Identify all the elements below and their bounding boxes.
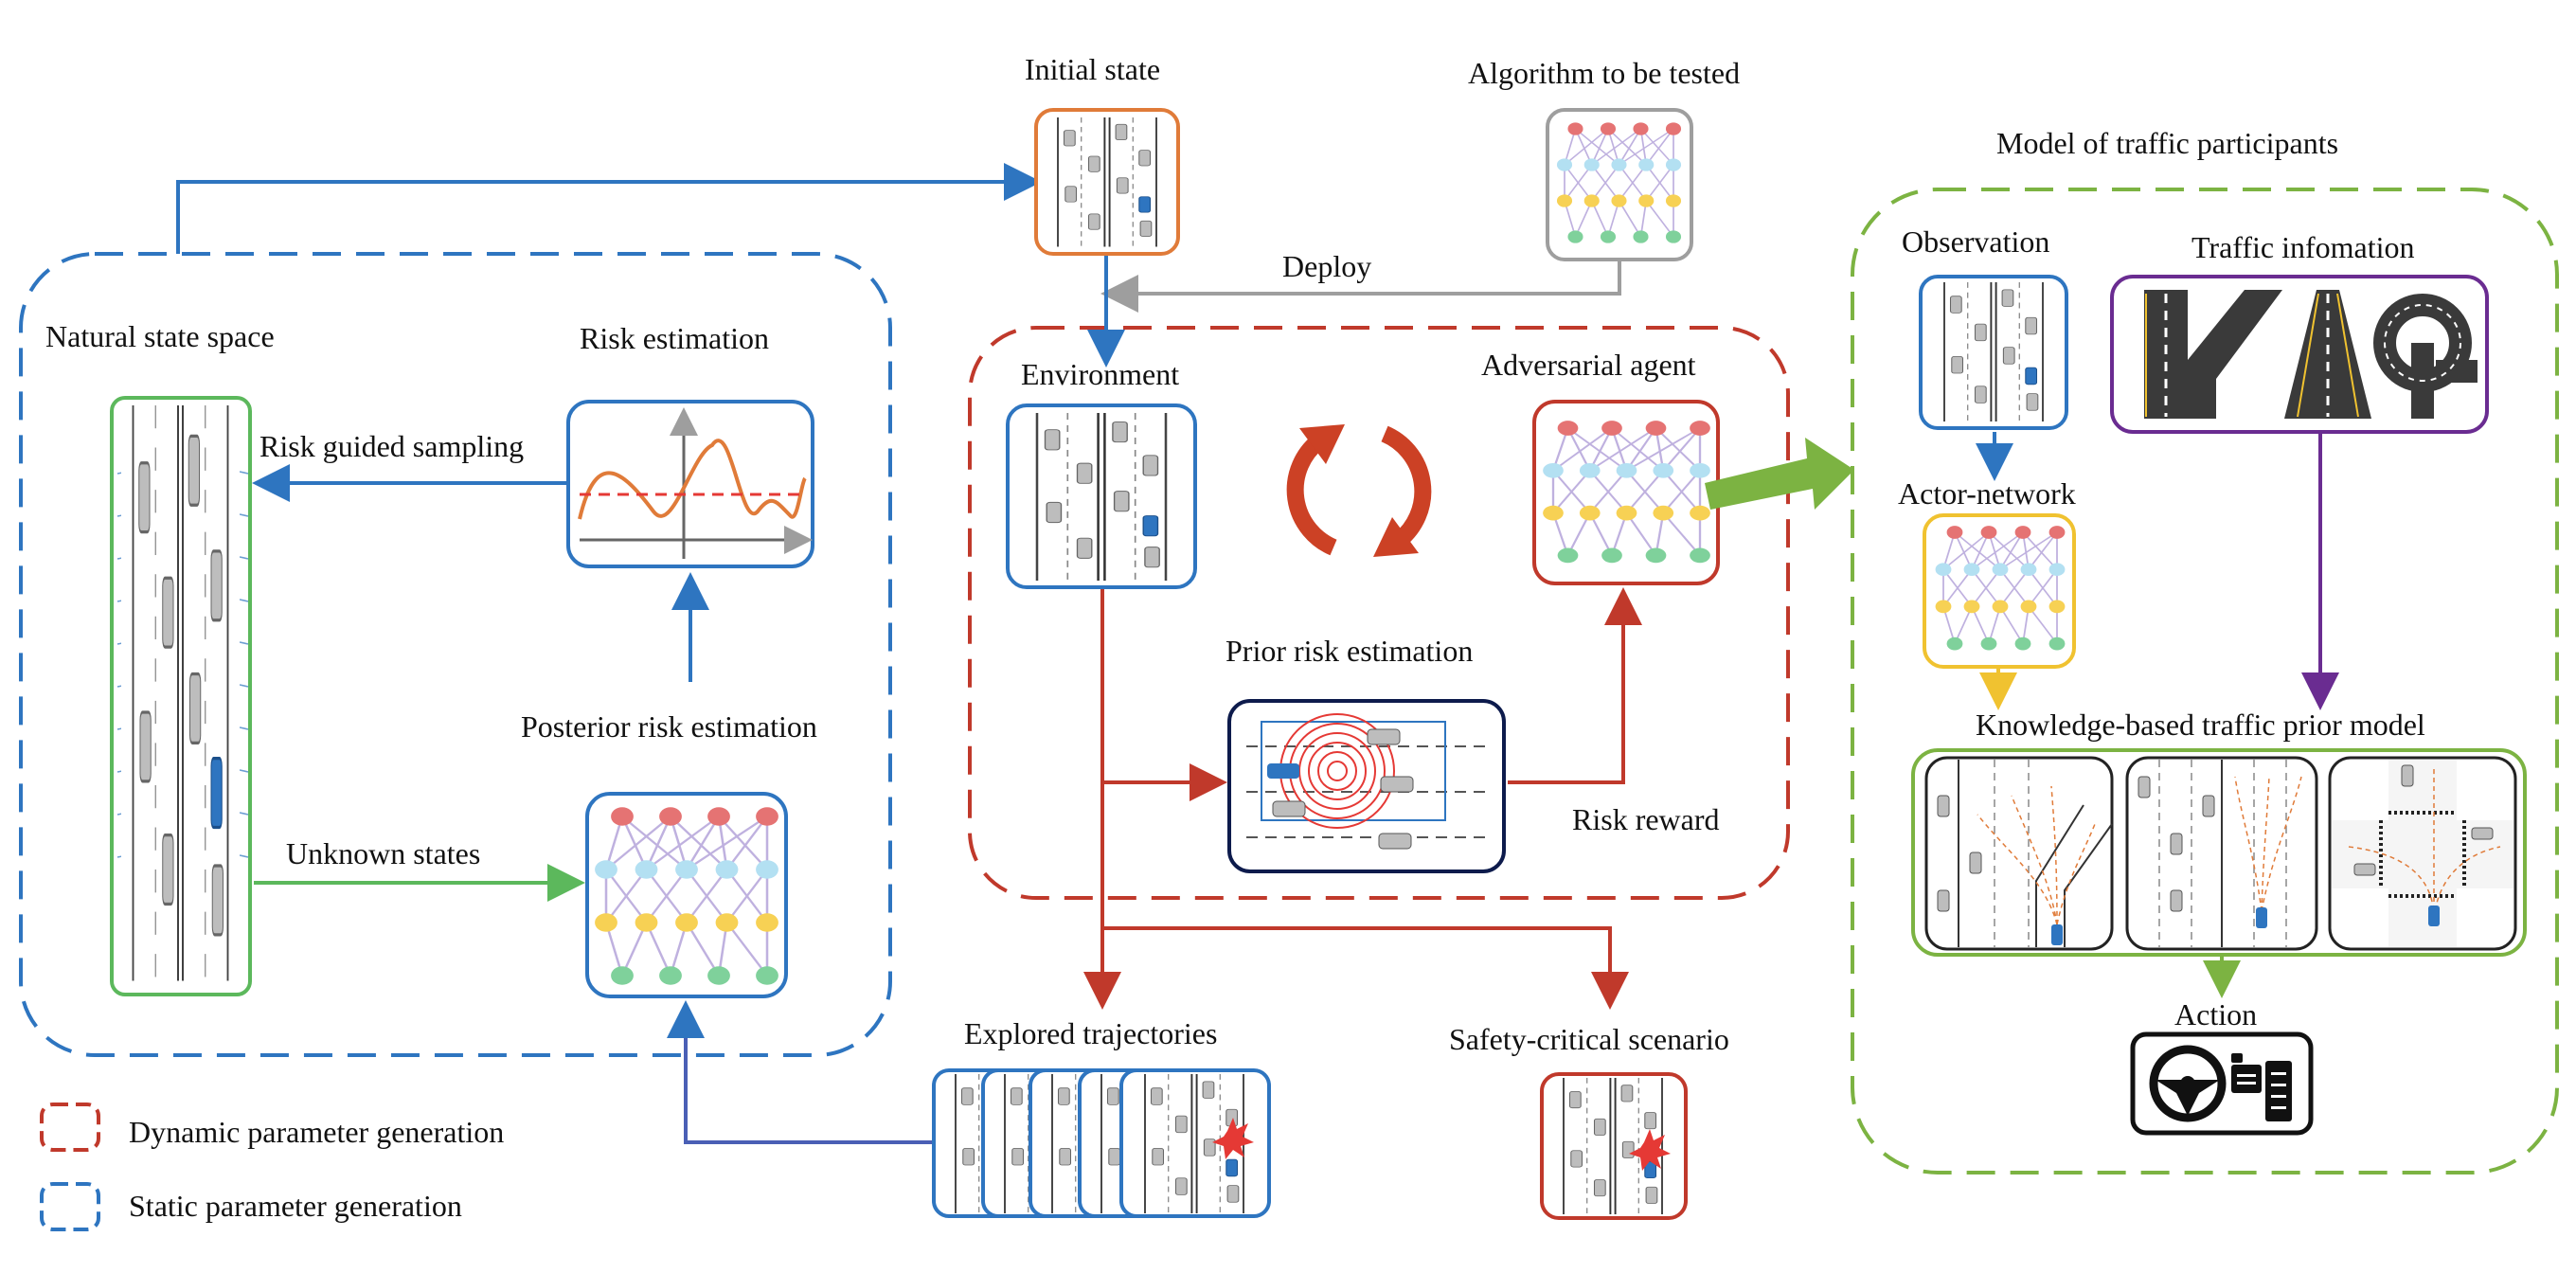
- dynamic-legend-swatch: [40, 1103, 100, 1152]
- risk-reward-label: Risk reward: [1572, 802, 1720, 836]
- posterior-risk-estimation-label: Posterior risk estimation: [521, 709, 817, 744]
- knowledge-based-model-panel: [1911, 748, 2527, 957]
- static-legend-label: Static parameter generation: [129, 1189, 462, 1223]
- neural-network-icon: [585, 792, 788, 998]
- deploy-arrow: [1100, 261, 1621, 313]
- action-label: Action: [2174, 997, 2257, 1031]
- dynamic-legend-label: Dynamic parameter generation: [129, 1115, 504, 1149]
- road-map-icon: [2110, 275, 2489, 434]
- to-safety-critical-arrow: [1102, 926, 1629, 1010]
- action-panel: [2130, 1031, 2314, 1136]
- risk-field-icon: [1227, 699, 1506, 873]
- prior-risk-estimation-label: Prior risk estimation: [1225, 634, 1473, 668]
- actor-network-icon: [1923, 513, 2076, 669]
- environment-road-icon: [1006, 403, 1197, 589]
- explored-trajectories-label: Explored trajectories: [964, 1016, 1217, 1050]
- traffic-participants-region: [1851, 188, 2559, 1174]
- algorithm-label: Algorithm to be tested: [1468, 56, 1740, 90]
- trajectories-to-posterior-arrow: [667, 1000, 932, 1144]
- initial-state-road-icon: [1034, 108, 1180, 256]
- cycle-arrowheads-icon: [1299, 424, 1419, 557]
- observation-label: Observation: [1902, 224, 2049, 259]
- actor-network-label: Actor-network: [1898, 476, 2076, 511]
- risk-guided-sampling-label: Risk guided sampling: [259, 429, 524, 463]
- risk-estimation-label: Risk estimation: [580, 321, 769, 355]
- state-space-stack: [110, 396, 252, 996]
- initial-state-label: Initial state: [1025, 52, 1160, 86]
- environment-to-prior-arrow: [1100, 589, 1227, 801]
- adversarial-network-icon: [1532, 400, 1720, 585]
- agent-to-model-arrow: [1705, 438, 1854, 510]
- safety-critical-road-icon: [1540, 1072, 1688, 1220]
- dynamic-generation-region: [968, 326, 1790, 900]
- algorithm-network-icon: [1546, 108, 1693, 261]
- steering-wheel-icon: [2149, 1045, 2227, 1122]
- model-of-traffic-participants-label: Model of traffic participants: [1996, 126, 2338, 160]
- risk-reward-arrow: [1508, 587, 1642, 784]
- deploy-label: Deploy: [1282, 249, 1371, 283]
- observation-road-icon: [1919, 275, 2068, 430]
- natural-state-space-label: Natural state space: [45, 319, 275, 353]
- sampling-to-initial-state-arrow: [176, 163, 1042, 254]
- safety-critical-label: Safety-critical scenario: [1449, 1022, 1729, 1056]
- risk-curve-chart-icon: [566, 400, 814, 568]
- static-generation-region: [19, 252, 892, 1057]
- collision-icon: [1212, 1118, 1254, 1159]
- knowledge-based-model-label: Knowledge-based traffic prior model: [1976, 708, 2425, 742]
- unknown-states-label: Unknown states: [286, 836, 480, 870]
- cycle-arrows-icon: [1286, 425, 1432, 556]
- traffic-information-label: Traffic infomation: [2191, 230, 2415, 264]
- environment-label: Environment: [1021, 357, 1179, 391]
- static-legend-swatch: [40, 1182, 100, 1231]
- adversarial-agent-label: Adversarial agent: [1481, 348, 1696, 382]
- pedals-icon: [2231, 1053, 2292, 1121]
- explored-trajectories-stack: [932, 1068, 1271, 1218]
